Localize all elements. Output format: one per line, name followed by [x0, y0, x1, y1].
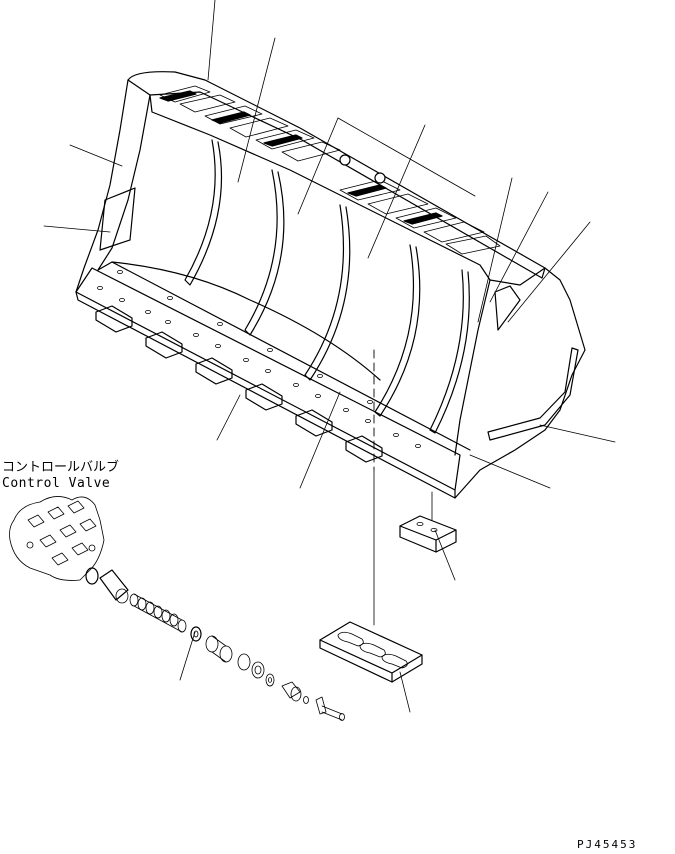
edge-wear-blocks [95, 305, 383, 463]
liner-divider-4 [374, 244, 421, 417]
drawing-id: PJ45453 [577, 838, 638, 851]
top-boss-right [374, 172, 386, 184]
bucket-top-edge [127, 71, 546, 279]
top-wear-plate-fill [159, 90, 443, 225]
liner-divider-3 [304, 204, 351, 381]
left-side-plate [75, 79, 129, 293]
bucket-floor-line [97, 261, 471, 451]
right-side-wear-strip [487, 347, 579, 441]
cutting-edge-front [75, 291, 456, 499]
bucket-lip-curve [111, 261, 381, 381]
liner-divider-5 [429, 269, 470, 434]
right-side-plate [454, 267, 586, 499]
wear-block-loose [399, 515, 457, 553]
top-boss-left [339, 154, 351, 166]
cutting-edge-holes [97, 269, 421, 448]
left-side-inner [97, 94, 151, 271]
control-valve-body [9, 496, 105, 581]
bucket-assembly [43, 0, 616, 713]
top-wear-plates [159, 85, 501, 255]
valve-spool-parts [85, 567, 345, 721]
control-valve-label-en: Control Valve [2, 476, 111, 491]
liner-divider-2 [244, 169, 285, 336]
right-side-inner [454, 279, 491, 456]
control-valve-label-jp: コントロールバルブ [2, 460, 120, 475]
bucket-top-rail [149, 94, 491, 281]
right-side-bracket [494, 285, 521, 331]
cutting-edge-plate [75, 267, 461, 491]
liner-divider-1 [184, 139, 223, 286]
wear-plate-loose [319, 621, 423, 683]
left-side-bracket [99, 187, 136, 251]
leader-lines [43, 0, 616, 713]
